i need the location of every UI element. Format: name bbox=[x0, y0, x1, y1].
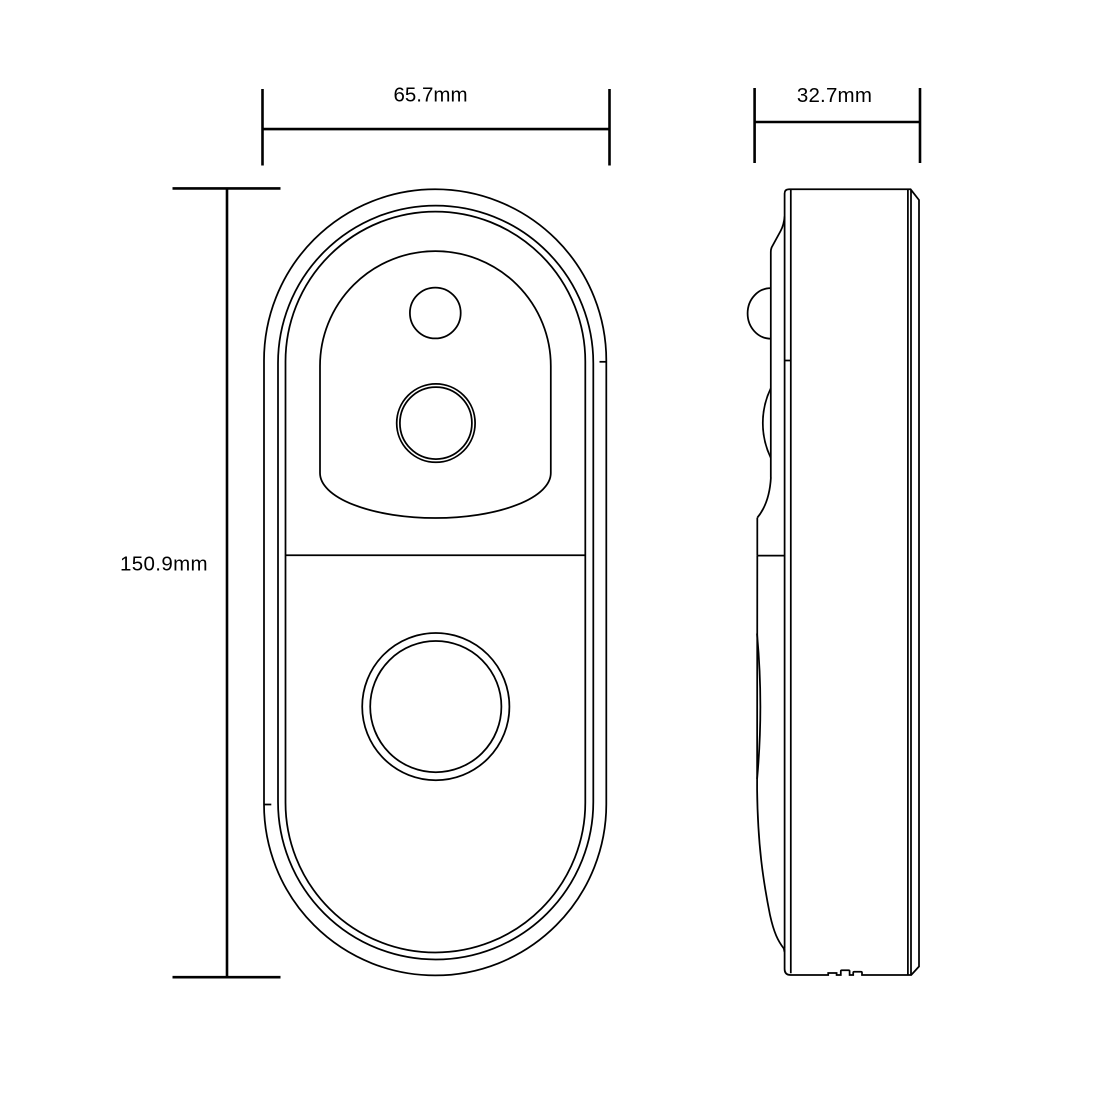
svg-text:32.7mm: 32.7mm bbox=[797, 84, 872, 107]
svg-text:65.7mm: 65.7mm bbox=[393, 84, 467, 107]
svg-text:150.9mm: 150.9mm bbox=[120, 553, 208, 576]
